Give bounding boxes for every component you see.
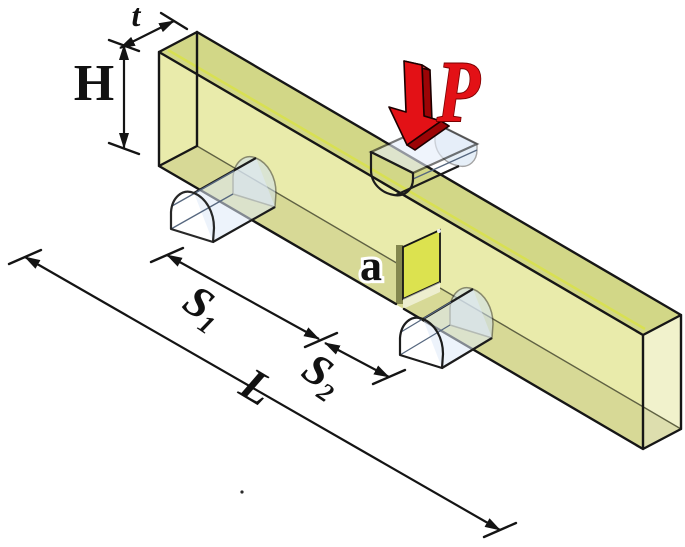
- dim-label-s1: S1: [173, 275, 234, 340]
- stray-dot: [240, 490, 244, 494]
- roller-bottom-right-edge: [212, 206, 276, 243]
- notch-slit: [396, 245, 403, 304]
- roller-right-tangent-edge: [412, 149, 478, 180]
- roller-front-face: [369, 150, 415, 197]
- notch-highlight-dot: [437, 229, 441, 233]
- roller-front-face: [169, 190, 216, 244]
- roller-left-tangent-edge: [171, 170, 235, 207]
- load-arrow-front-face: [388, 60, 442, 146]
- dim-label-h: H: [74, 55, 114, 112]
- dim-line-l: [24, 256, 501, 531]
- dim-tick-s1-left: [149, 246, 185, 264]
- dim-label-l: L: [231, 357, 282, 416]
- dim-label-t: t: [132, 0, 142, 33]
- support-roller-left: [169, 156, 277, 244]
- dim-tick-t: [159, 11, 189, 31]
- beam-right-end-face: [643, 315, 681, 449]
- dim-ticks-h: [107, 38, 141, 156]
- roller-inner-bottom-edge: [170, 193, 234, 230]
- notch-label: a: [360, 241, 382, 290]
- load-label: P: [436, 44, 481, 141]
- roller-bottom-tangent-edge: [395, 165, 460, 196]
- dim-line-t: [119, 20, 175, 49]
- dim-ticks-l: [7, 248, 518, 539]
- load-arrow: P: [388, 43, 482, 151]
